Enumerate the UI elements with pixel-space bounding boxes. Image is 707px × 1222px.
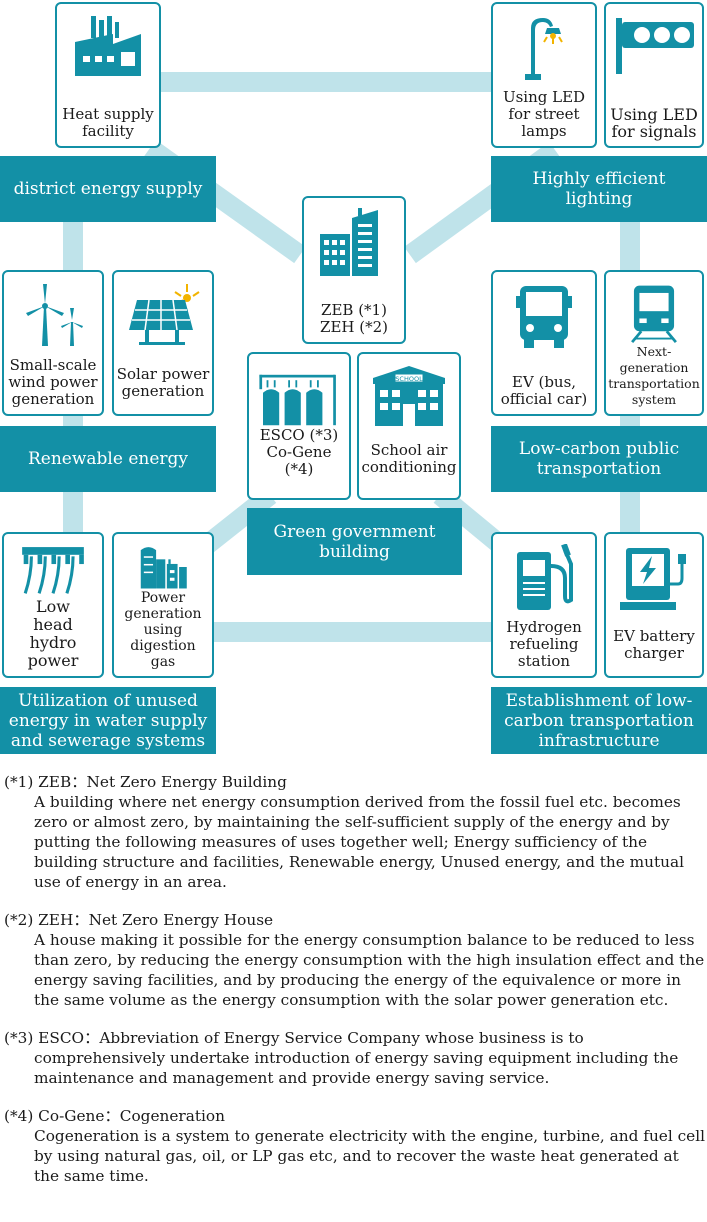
footnote-zeb: (*1) ZEB：Net Zero Energy Building A buil…: [0, 772, 707, 892]
card-hydrogen-station: Hydrogen refueling station: [491, 532, 597, 678]
card-label: Using LED for street lamps: [502, 88, 586, 140]
digestion-plant-icon: [140, 547, 187, 589]
card-label: ESCO (*3) Co-Gene (*4): [259, 426, 339, 478]
energy-measures-diagram: Heat supply facility Using LED for stree…: [0, 2, 707, 754]
card-solar-power: Solar power generation: [112, 270, 214, 416]
card-label: Hydrogen refueling station: [506, 618, 582, 670]
card-zeb-zeh: ZEB (*1) ZEH (*2): [302, 196, 406, 344]
footnote-heading: (*2) ZEH：Net Zero Energy House: [4, 911, 274, 929]
footnotes: (*1) ZEB：Net Zero Energy Building A buil…: [0, 772, 707, 1204]
card-esco-cogene: ESCO (*3) Co-Gene (*4): [247, 352, 351, 500]
card-label: Low head hydro power: [27, 597, 79, 670]
footnote-esco: (*3) ESCO：Abbreviation of Energy Service…: [0, 1028, 707, 1088]
band-district-energy: district energy supply: [0, 156, 216, 222]
solar-panel-icon: [129, 284, 200, 345]
band-renewable-energy: Renewable energy: [0, 426, 216, 492]
card-ev-bus: EV (bus, official car): [491, 270, 597, 416]
card-led-street-lamps: Using LED for street lamps: [491, 2, 597, 148]
card-led-signals: Using LED for signals: [604, 2, 704, 148]
card-label: Using LED for signals: [610, 105, 698, 141]
footnote-cogene: (*4) Co-Gene：Cogeneration Cogeneration i…: [0, 1106, 707, 1186]
card-label: School air conditioning: [361, 441, 457, 476]
card-label: Small-scale wind power generation: [8, 356, 98, 408]
street-lamp-icon: [525, 18, 563, 80]
footnote-description: Cogeneration is a system to generate ele…: [34, 1127, 706, 1185]
fuel-pump-icon: [517, 544, 573, 610]
footnote-description: A building where net energy consumption …: [34, 793, 685, 891]
card-label: EV (bus, official car): [500, 373, 588, 408]
factory-icon: [75, 16, 141, 76]
card-small-wind: Small-scale wind power generation: [2, 270, 104, 416]
footnote-zeh: (*2) ZEH：Net Zero Energy House A house m…: [0, 910, 707, 1010]
card-label: Solar power generation: [116, 365, 210, 400]
footnote-description: A house making it possible for the energ…: [34, 931, 705, 1009]
wind-turbine-icon: [26, 284, 83, 346]
band-low-carbon-public: Low-carbon public transportation: [491, 426, 707, 492]
footnote-heading: (*3) ESCO：Abbreviation of Energy Service…: [4, 1029, 679, 1087]
footnote-heading: (*1) ZEB：Net Zero Energy Building: [4, 773, 287, 791]
band-green-government: Green government building: [247, 508, 462, 575]
card-label: Next-generation transportation system: [608, 344, 700, 407]
band-efficient-lighting: Highly efficient lighting: [491, 156, 707, 222]
card-next-gen-transport: Next-generation transportation system: [604, 270, 704, 416]
tanks-icon: [259, 374, 336, 426]
band-unused-energy: Utilization of unused energy in water su…: [0, 687, 216, 754]
school-sign-text: SCHOOL: [395, 375, 423, 383]
card-digestion-gas: Power generation using digestion gas: [112, 532, 214, 678]
footnote-heading: (*4) Co-Gene：Cogeneration: [4, 1107, 225, 1125]
card-ev-charger: EV battery charger: [604, 532, 704, 678]
bus-icon: [516, 286, 572, 348]
train-icon: [631, 285, 677, 344]
card-low-head-hydro: Low head hydro power: [2, 532, 104, 678]
card-heat-supply: Heat supply facility: [55, 2, 161, 148]
card-label: Power generation using digestion gas: [124, 590, 202, 670]
card-label: EV battery charger: [613, 627, 695, 662]
buildings-icon: [320, 208, 378, 276]
card-school-ac: SCHOOL School air conditioning: [357, 352, 461, 500]
traffic-signal-icon: [616, 18, 694, 74]
band-transport-infra: Establishment of low-carbon transportati…: [491, 687, 707, 754]
school-icon: SCHOOL: [373, 366, 445, 426]
dam-icon: [22, 547, 84, 594]
card-label: ZEB (*1) ZEH (*2): [320, 301, 388, 336]
ev-charger-icon: [620, 548, 686, 610]
card-label: Heat supply facility: [62, 105, 154, 140]
